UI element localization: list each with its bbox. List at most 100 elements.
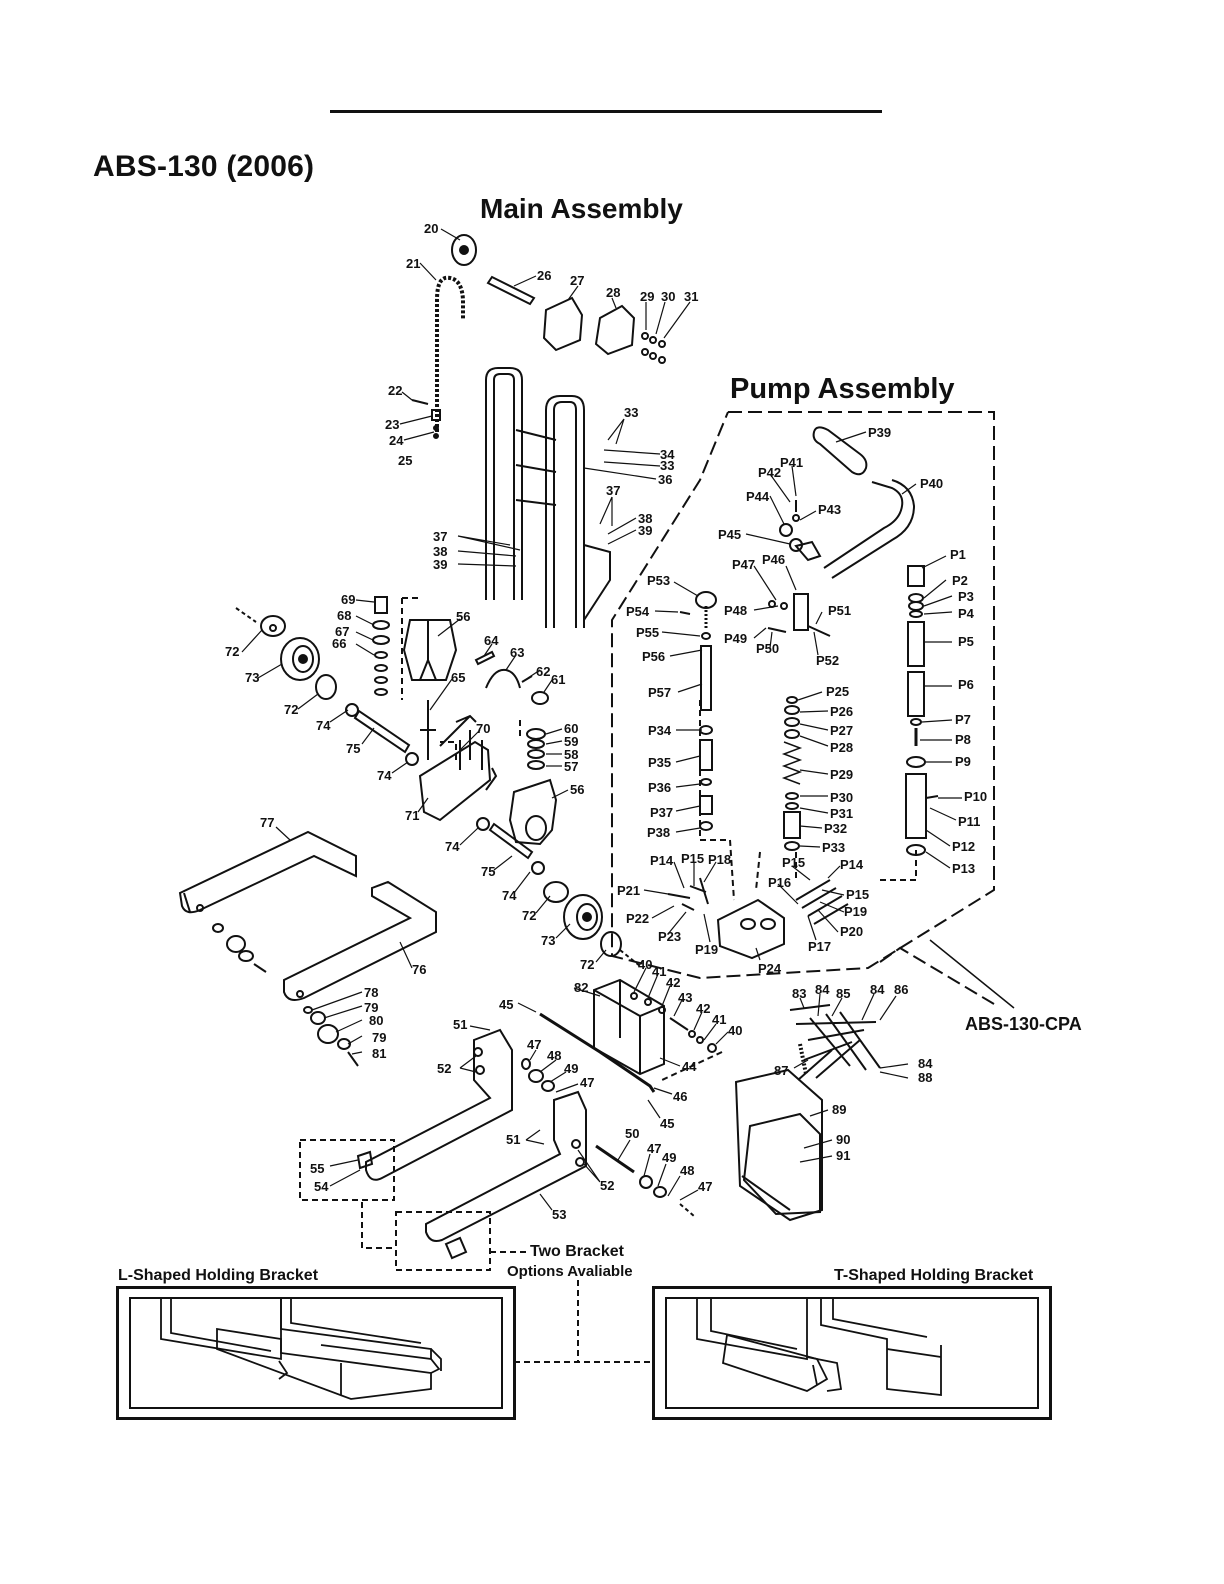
callout-43: 43 [678,990,693,1005]
callout-P33: P33 [822,840,846,855]
callout-P56: P56 [642,649,666,664]
callout-P13: P13 [952,861,976,876]
callout-74b: 74 [377,768,392,783]
callout-89: 89 [832,1102,847,1117]
callout-P23: P23 [658,929,682,944]
callout-78: 78 [364,985,379,1000]
callout-44: 44 [682,1059,697,1074]
callout-31: 31 [684,289,699,304]
callout-75: 75 [346,741,361,756]
callout-P50: P50 [756,641,780,656]
callout-P15b: P15 [782,855,806,870]
bracket-options-line1: Two Bracket [530,1243,624,1260]
callout-P9: P9 [955,754,971,769]
part-53-fork-left [365,1028,513,1181]
callout-36: 36 [658,472,673,487]
callout-59: 59 [564,734,579,749]
callout-71: 71 [405,808,420,823]
t-shaped-bracket-panel [652,1286,1052,1420]
callout-38b: 38 [433,544,448,559]
callout-62: 62 [536,664,551,679]
callout-P39: P39 [868,425,892,440]
l-bracket-caption: L-Shaped Holding Bracket [118,1267,319,1284]
callout-67: 67 [335,624,350,639]
callout-P19: P19 [695,942,719,957]
callout-47b: 47 [580,1075,595,1090]
part-P39-grip [812,426,868,476]
callout-53: 53 [552,1207,567,1222]
callout-P14b: P14 [840,857,864,872]
callout-51: 51 [453,1017,468,1032]
callout-55: 55 [310,1161,325,1176]
callout-P5: P5 [958,634,974,649]
callout-69: 69 [341,592,356,607]
callout-51b: 51 [506,1132,521,1147]
part-P24-pump-block [716,898,785,960]
callout-P47: P47 [732,557,756,572]
callout-77: 77 [260,815,275,830]
callout-75b: 75 [481,864,496,879]
top-rule [330,110,882,113]
callout-87: 87 [774,1063,789,1078]
callout-40b: 40 [728,1023,743,1038]
callout-37: 37 [606,483,621,498]
callout-P53: P53 [647,573,671,588]
callout-88: 88 [918,1070,933,1085]
callout-40: 40 [638,957,653,972]
callout-P40: P40 [920,476,944,491]
pump-assembly-boundary [611,411,995,980]
callout-60: 60 [564,721,579,736]
callout-23: 23 [385,417,400,432]
callout-37b: 37 [433,529,448,544]
callout-34: 34 [660,447,675,462]
callout-P52: P52 [816,653,840,668]
callout-72: 72 [225,644,240,659]
callout-P10: P10 [964,789,988,804]
callout-P46: P46 [762,552,786,567]
callout-P21: P21 [617,883,641,898]
callout-76: 76 [412,962,427,977]
callout-50: 50 [625,1126,640,1141]
callout-P35: P35 [648,755,672,770]
callout-P2: P2 [952,573,968,588]
callout-70: 70 [476,721,491,736]
callout-P42: P42 [758,465,782,480]
callout-28: 28 [606,285,621,300]
callout-P1: P1 [950,547,966,562]
callout-22: 22 [388,383,403,398]
callout-P27: P27 [830,723,854,738]
callout-29: 29 [640,289,655,304]
callout-P38: P38 [647,825,671,840]
callout-73b: 73 [541,933,556,948]
callout-72d: 72 [580,957,595,972]
callout-64: 64 [484,633,499,648]
callout-P11: P11 [958,814,981,829]
callout-41: 41 [652,964,667,979]
callout-74d: 74 [502,888,517,903]
callout-65: 65 [451,670,466,685]
t-bracket-caption: T-Shaped Holding Bracket [834,1267,1034,1284]
callout-P19b: P19 [844,904,868,919]
callout-38: 38 [638,511,653,526]
callout-P32: P32 [824,821,848,836]
callout-84b: 84 [870,982,885,997]
t-bracket-illustration [696,1299,942,1397]
callout-P48: P48 [724,603,748,618]
callout-P51: P51 [828,603,852,618]
callout-52: 52 [437,1061,452,1076]
callout-79: 79 [364,1000,379,1015]
callout-90: 90 [836,1132,851,1147]
part-46-hose [539,1012,656,1093]
callout-86: 86 [894,982,909,997]
callout-P6: P6 [958,677,974,692]
callout-P12: P12 [952,839,976,854]
callout-P36: P36 [648,780,672,795]
callout-45b: 45 [660,1116,675,1131]
callout-P7: P7 [955,712,971,727]
callout-P54: P54 [626,604,650,619]
callout-47c: 47 [647,1141,662,1156]
part-21-chain [435,275,465,432]
callout-54: 54 [314,1179,329,1194]
callout-P55: P55 [636,625,660,640]
callout-48b: 48 [680,1163,695,1178]
